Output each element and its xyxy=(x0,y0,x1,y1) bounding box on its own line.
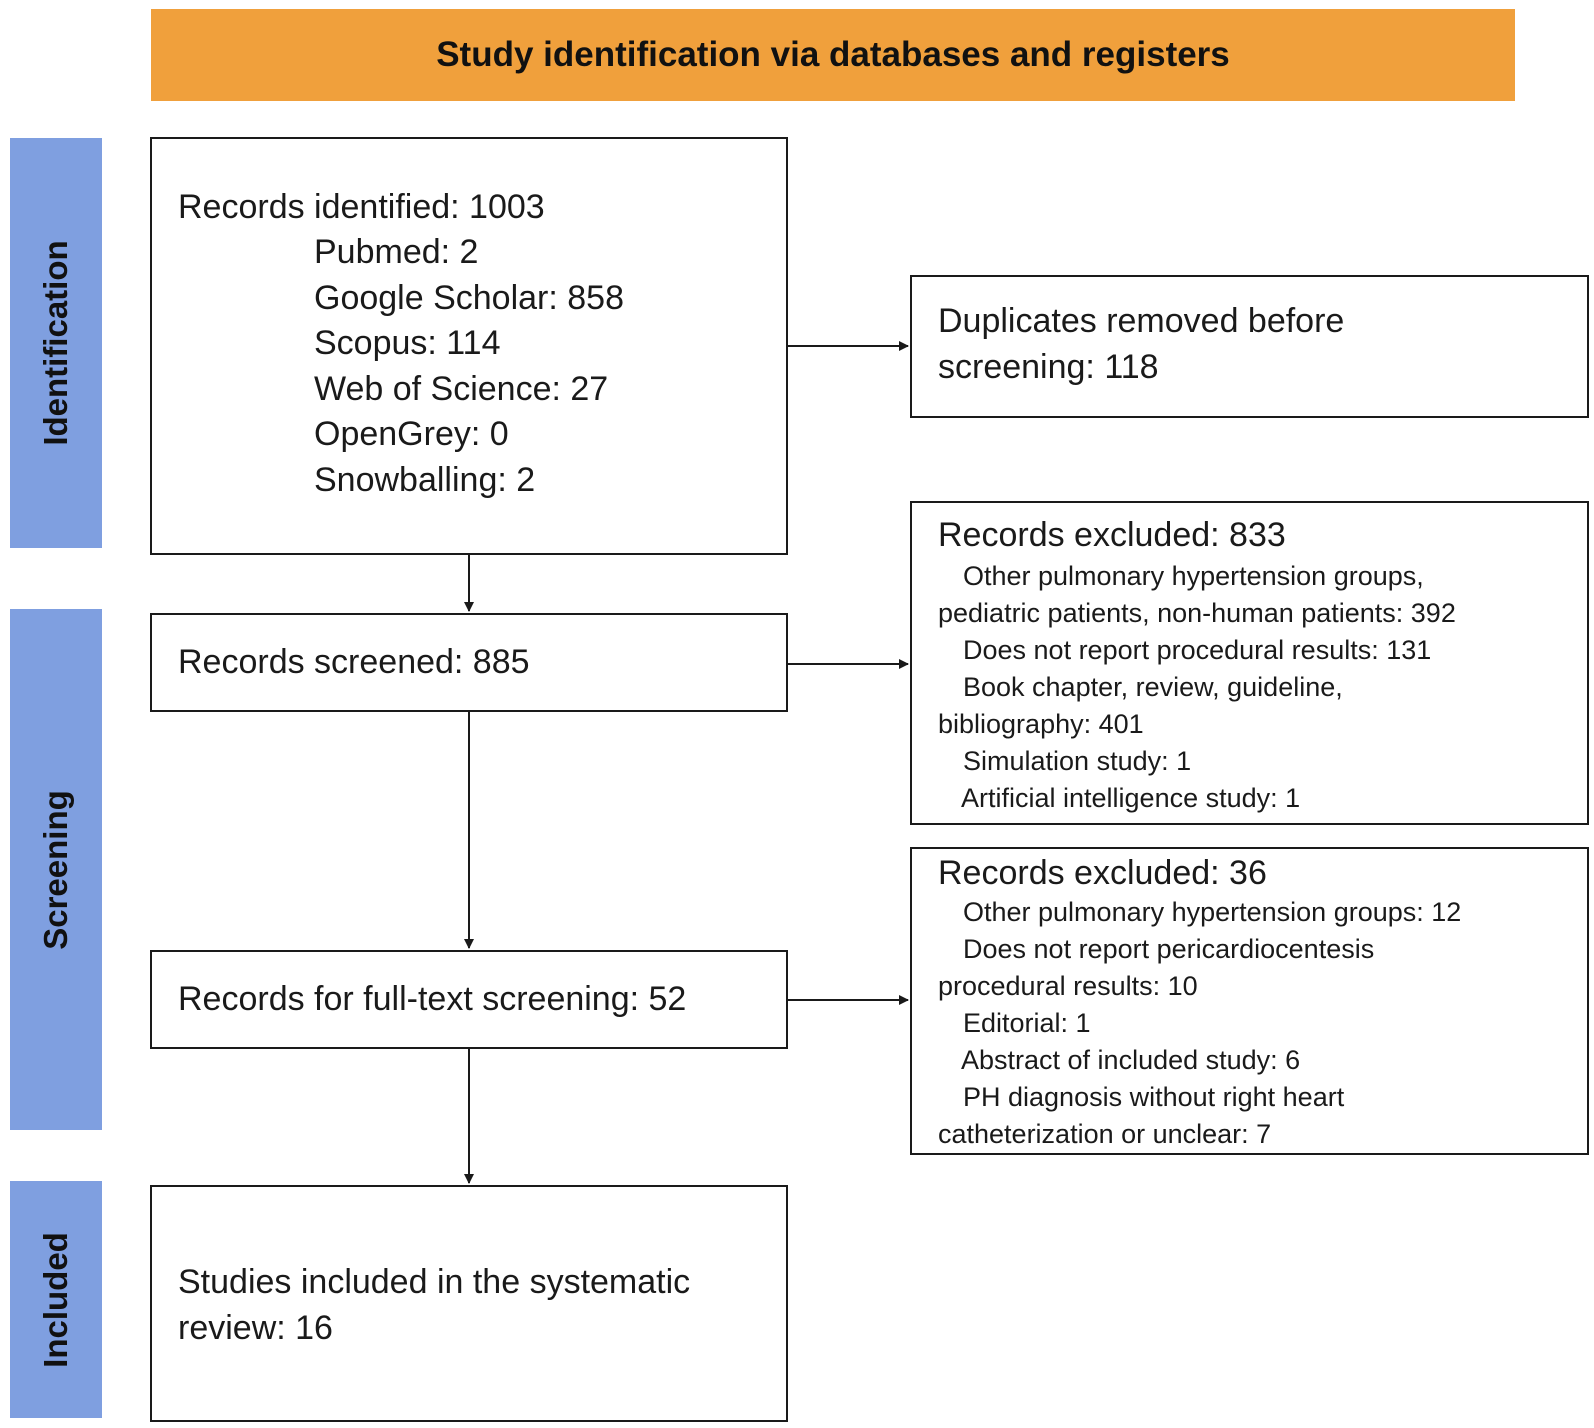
excluded-screening-line-6: Simulation study: 1 xyxy=(963,746,1192,776)
source-scopus: Scopus: 114 xyxy=(314,324,501,362)
excluded-screening-line-4: Book chapter, review, guideline, xyxy=(963,672,1343,702)
full-text-screening-text: Records for full-text screening: 52 xyxy=(178,980,687,1018)
excluded-fulltext-line-3: procedural results: 10 xyxy=(938,971,1198,1001)
excluded-fulltext-title: Records excluded: 36 xyxy=(938,854,1267,892)
studies-included-box: Studies included in the systematic revie… xyxy=(150,1185,788,1422)
excluded-fulltext-line-1: Other pulmonary hypertension groups: 12 xyxy=(963,897,1462,927)
studies-included-line-1: Studies included in the systematic xyxy=(178,1263,691,1301)
excluded-screening-line-1: Other pulmonary hypertension groups, xyxy=(963,561,1424,591)
records-identified-box: Records identified: 1003 Pubmed: 2 Googl… xyxy=(150,137,788,555)
source-web-of-science: Web of Science: 27 xyxy=(314,370,609,408)
source-google-scholar: Google Scholar: 858 xyxy=(314,279,624,317)
records-identified-title: Records identified: 1003 xyxy=(178,188,545,226)
phase-identification: Identification xyxy=(10,138,102,548)
source-snowballing: Snowballing: 2 xyxy=(314,461,536,499)
records-excluded-screening-box: Records excluded: 833 Other pulmonary hy… xyxy=(910,501,1589,825)
excluded-screening-line-7: Artificial intelligence study: 1 xyxy=(961,783,1301,813)
excluded-screening-line-2: pediatric patients, non-human patients: … xyxy=(938,598,1456,628)
phase-screening: Screening xyxy=(10,609,102,1130)
full-text-screening-box: Records for full-text screening: 52 xyxy=(150,950,788,1049)
duplicates-removed-line-2: screening: 118 xyxy=(938,348,1159,386)
excluded-fulltext-line-7: catheterization or unclear: 7 xyxy=(938,1119,1272,1149)
source-opengrey: OpenGrey: 0 xyxy=(314,415,509,453)
duplicates-removed-box: Duplicates removed before screening: 118 xyxy=(910,275,1589,418)
header-banner: Study identification via databases and r… xyxy=(151,9,1515,101)
excluded-fulltext-line-2: Does not report pericardiocentesis xyxy=(963,934,1375,964)
records-screened-text: Records screened: 885 xyxy=(178,643,530,681)
studies-included-line-2: review: 16 xyxy=(178,1309,333,1347)
excluded-fulltext-line-6: PH diagnosis without right heart xyxy=(963,1082,1345,1112)
excluded-screening-title: Records excluded: 833 xyxy=(938,516,1286,554)
excluded-fulltext-line-5: Abstract of included study: 6 xyxy=(961,1045,1301,1075)
excluded-fulltext-line-4: Editorial: 1 xyxy=(963,1008,1091,1038)
excluded-screening-line-3: Does not report procedural results: 131 xyxy=(963,635,1432,665)
source-pubmed: Pubmed: 2 xyxy=(314,233,479,271)
excluded-screening-line-5: bibliography: 401 xyxy=(938,709,1144,739)
duplicates-removed-line-1: Duplicates removed before xyxy=(938,302,1345,340)
header-title: Study identification via databases and r… xyxy=(436,35,1230,74)
records-screened-box: Records screened: 885 xyxy=(150,613,788,712)
records-excluded-fulltext-box: Records excluded: 36 Other pulmonary hyp… xyxy=(910,847,1589,1155)
phase-included: Included xyxy=(10,1181,102,1418)
